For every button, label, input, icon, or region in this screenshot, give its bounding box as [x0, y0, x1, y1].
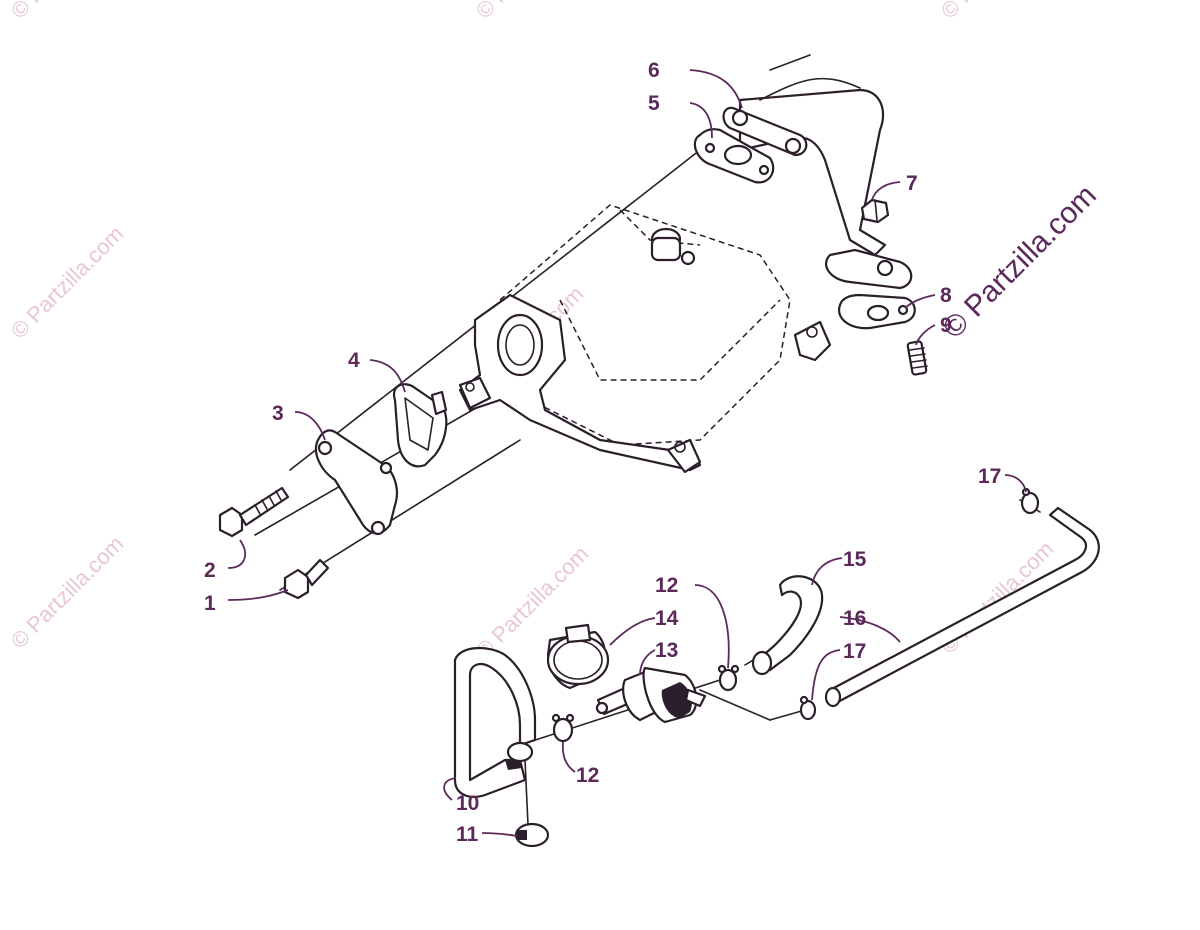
pipe-16 [824, 506, 1100, 708]
bolt-2 [218, 486, 290, 538]
callout-17: 17 [978, 465, 1001, 488]
callout-labels: 1 2 3 4 5 6 7 8 9 10 11 12 12 13 14 15 1… [204, 59, 1001, 846]
watermark-text: © Partzilla.com [471, 0, 594, 24]
cover-plate-3 [314, 429, 398, 536]
seal-4 [392, 383, 448, 468]
callout-5: 5 [648, 92, 660, 115]
callout-9: 9 [940, 314, 952, 337]
watermark-text: © Partzilla.com [6, 531, 129, 654]
callout-12: 12 [576, 764, 599, 787]
callout-13: 13 [655, 639, 678, 662]
valve-cover [458, 204, 832, 474]
callout-3: 3 [272, 402, 284, 425]
callout-16: 16 [843, 607, 866, 630]
watermark-text: © Partzilla.com [6, 221, 129, 344]
clamp-11 [514, 759, 550, 848]
callout-17: 17 [843, 640, 866, 663]
bolt-1 [283, 558, 330, 600]
watermark-text: © Partzilla.com [936, 0, 1059, 24]
callout-11: 11 [456, 823, 479, 846]
clip-12-upper [717, 664, 740, 692]
hose-10 [453, 647, 537, 798]
callout-10: 10 [456, 792, 479, 815]
stud-9 [906, 340, 928, 376]
clip-17-right [1020, 487, 1040, 515]
gasket-8 [837, 293, 916, 330]
hose-15 [751, 575, 824, 676]
callout-12: 12 [655, 574, 678, 597]
breather-pipe [722, 54, 913, 290]
clip-12-lower [551, 713, 575, 743]
clip-17-lower [799, 695, 817, 721]
callout-7: 7 [906, 172, 918, 195]
valve-13 [595, 666, 707, 724]
watermark-main: © Partzilla.com [937, 179, 1103, 345]
callout-8: 8 [940, 284, 952, 307]
callout-4: 4 [348, 349, 360, 372]
mount-14 [546, 623, 610, 690]
callout-6: 6 [648, 59, 660, 82]
callout-2: 2 [204, 559, 216, 582]
callout-1: 1 [204, 592, 216, 615]
leader-lines [227, 69, 1027, 837]
callout-15: 15 [843, 548, 867, 571]
watermark-text: © Partzilla.com [6, 0, 129, 24]
callout-14: 14 [655, 607, 679, 630]
gasket-5 [693, 128, 775, 184]
